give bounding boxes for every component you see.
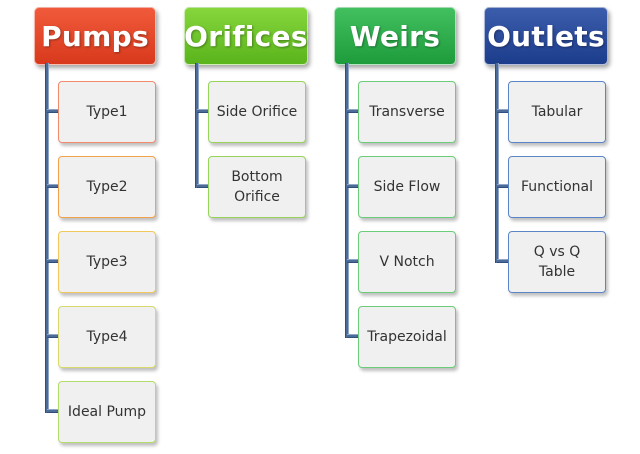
pumps-item-1: Type1: [58, 81, 156, 143]
pumps-branch-line: [47, 184, 58, 188]
weirs-branch-line: [347, 334, 358, 338]
orifices-header: Orifices: [184, 7, 308, 65]
weirs-branch-line: [347, 109, 358, 113]
weirs-item-3: V Notch: [358, 231, 456, 293]
pumps-item-2: Type2: [58, 156, 156, 218]
outlets-branch-line: [497, 109, 508, 113]
outlets-connector-line: [495, 63, 499, 263]
pumps-branch-line: [47, 409, 58, 413]
outlets-branch-line: [497, 259, 508, 263]
weirs-connector-line: [345, 63, 349, 338]
orifices-branch-line: [197, 109, 208, 113]
pumps-item-5: Ideal Pump: [58, 381, 156, 443]
pumps-branch-line: [47, 259, 58, 263]
orifices-item-2: Bottom Orifice: [208, 156, 306, 218]
orifices-connector-line: [195, 63, 199, 188]
orifices-item-1: Side Orifice: [208, 81, 306, 143]
outlets-header: Outlets: [484, 7, 608, 65]
weirs-branch-line: [347, 184, 358, 188]
orifices-branch-line: [197, 184, 208, 188]
pumps-branch-line: [47, 334, 58, 338]
outlets-item-3: Q vs Q Table: [508, 231, 606, 293]
weirs-branch-line: [347, 259, 358, 263]
pumps-item-4: Type4: [58, 306, 156, 368]
outlets-item-2: Functional: [508, 156, 606, 218]
pumps-branch-line: [47, 109, 58, 113]
outlets-item-1: Tabular: [508, 81, 606, 143]
pumps-header: Pumps: [34, 7, 156, 65]
pumps-connector-line: [45, 63, 49, 413]
weirs-item-2: Side Flow: [358, 156, 456, 218]
pumps-item-3: Type3: [58, 231, 156, 293]
outlets-branch-line: [497, 184, 508, 188]
weirs-header: Weirs: [334, 7, 456, 65]
weirs-item-1: Transverse: [358, 81, 456, 143]
weirs-item-4: Trapezoidal: [358, 306, 456, 368]
